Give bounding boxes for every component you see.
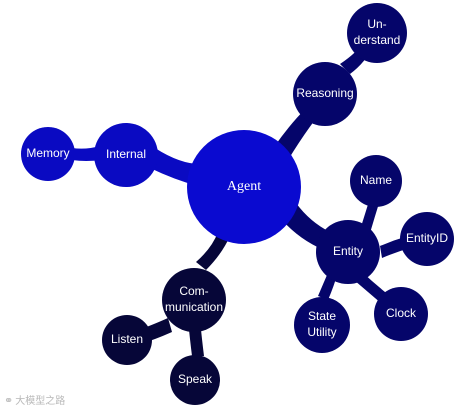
node-entity: Entity (316, 220, 380, 284)
edge-agent-entity (282, 203, 330, 250)
edge-internal-memory (72, 146, 101, 161)
node-entityid: EntityID (400, 212, 454, 266)
edge-agent-communication (196, 232, 230, 270)
node-reasoning-label: Reasoning (296, 86, 353, 100)
node-memory: Memory (21, 127, 75, 181)
node-agent: Agent (187, 130, 301, 244)
node-understand: Un- derstand (347, 3, 407, 63)
node-understand-label-line2: derstand (354, 33, 401, 47)
node-communication-label-line1: Com- (179, 284, 208, 298)
node-speak: Speak (170, 355, 220, 405)
node-name: Name (350, 155, 402, 207)
node-memory-label: Memory (26, 146, 69, 160)
edge-agent-internal (150, 148, 200, 186)
node-internal-label: Internal (106, 147, 146, 161)
node-speak-label: Speak (178, 372, 213, 386)
node-communication: Com- munication (162, 268, 226, 332)
node-clock: Clock (374, 287, 428, 341)
node-state-utility-label-line1: State (308, 309, 336, 323)
node-entity-label: Entity (333, 244, 363, 258)
node-listen-label: Listen (111, 332, 143, 346)
node-communication-label-line2: munication (165, 300, 223, 314)
wechat-icon: ⚭ (4, 395, 14, 407)
node-entityid-label: EntityID (406, 231, 448, 245)
node-reasoning: Reasoning (293, 62, 357, 126)
node-agent-label: Agent (227, 179, 261, 194)
watermark: ⚭大模型之路 (4, 392, 65, 407)
node-state-utility-label-line2: Utility (307, 325, 336, 339)
node-clock-label: Clock (386, 306, 417, 320)
node-name-label: Name (360, 173, 392, 187)
node-listen: Listen (102, 315, 152, 365)
node-state-utility: State Utility (294, 297, 350, 353)
node-understand-label-line1: Un- (367, 17, 386, 31)
node-internal: Internal (94, 123, 158, 187)
watermark-text: 大模型之路 (15, 396, 66, 407)
